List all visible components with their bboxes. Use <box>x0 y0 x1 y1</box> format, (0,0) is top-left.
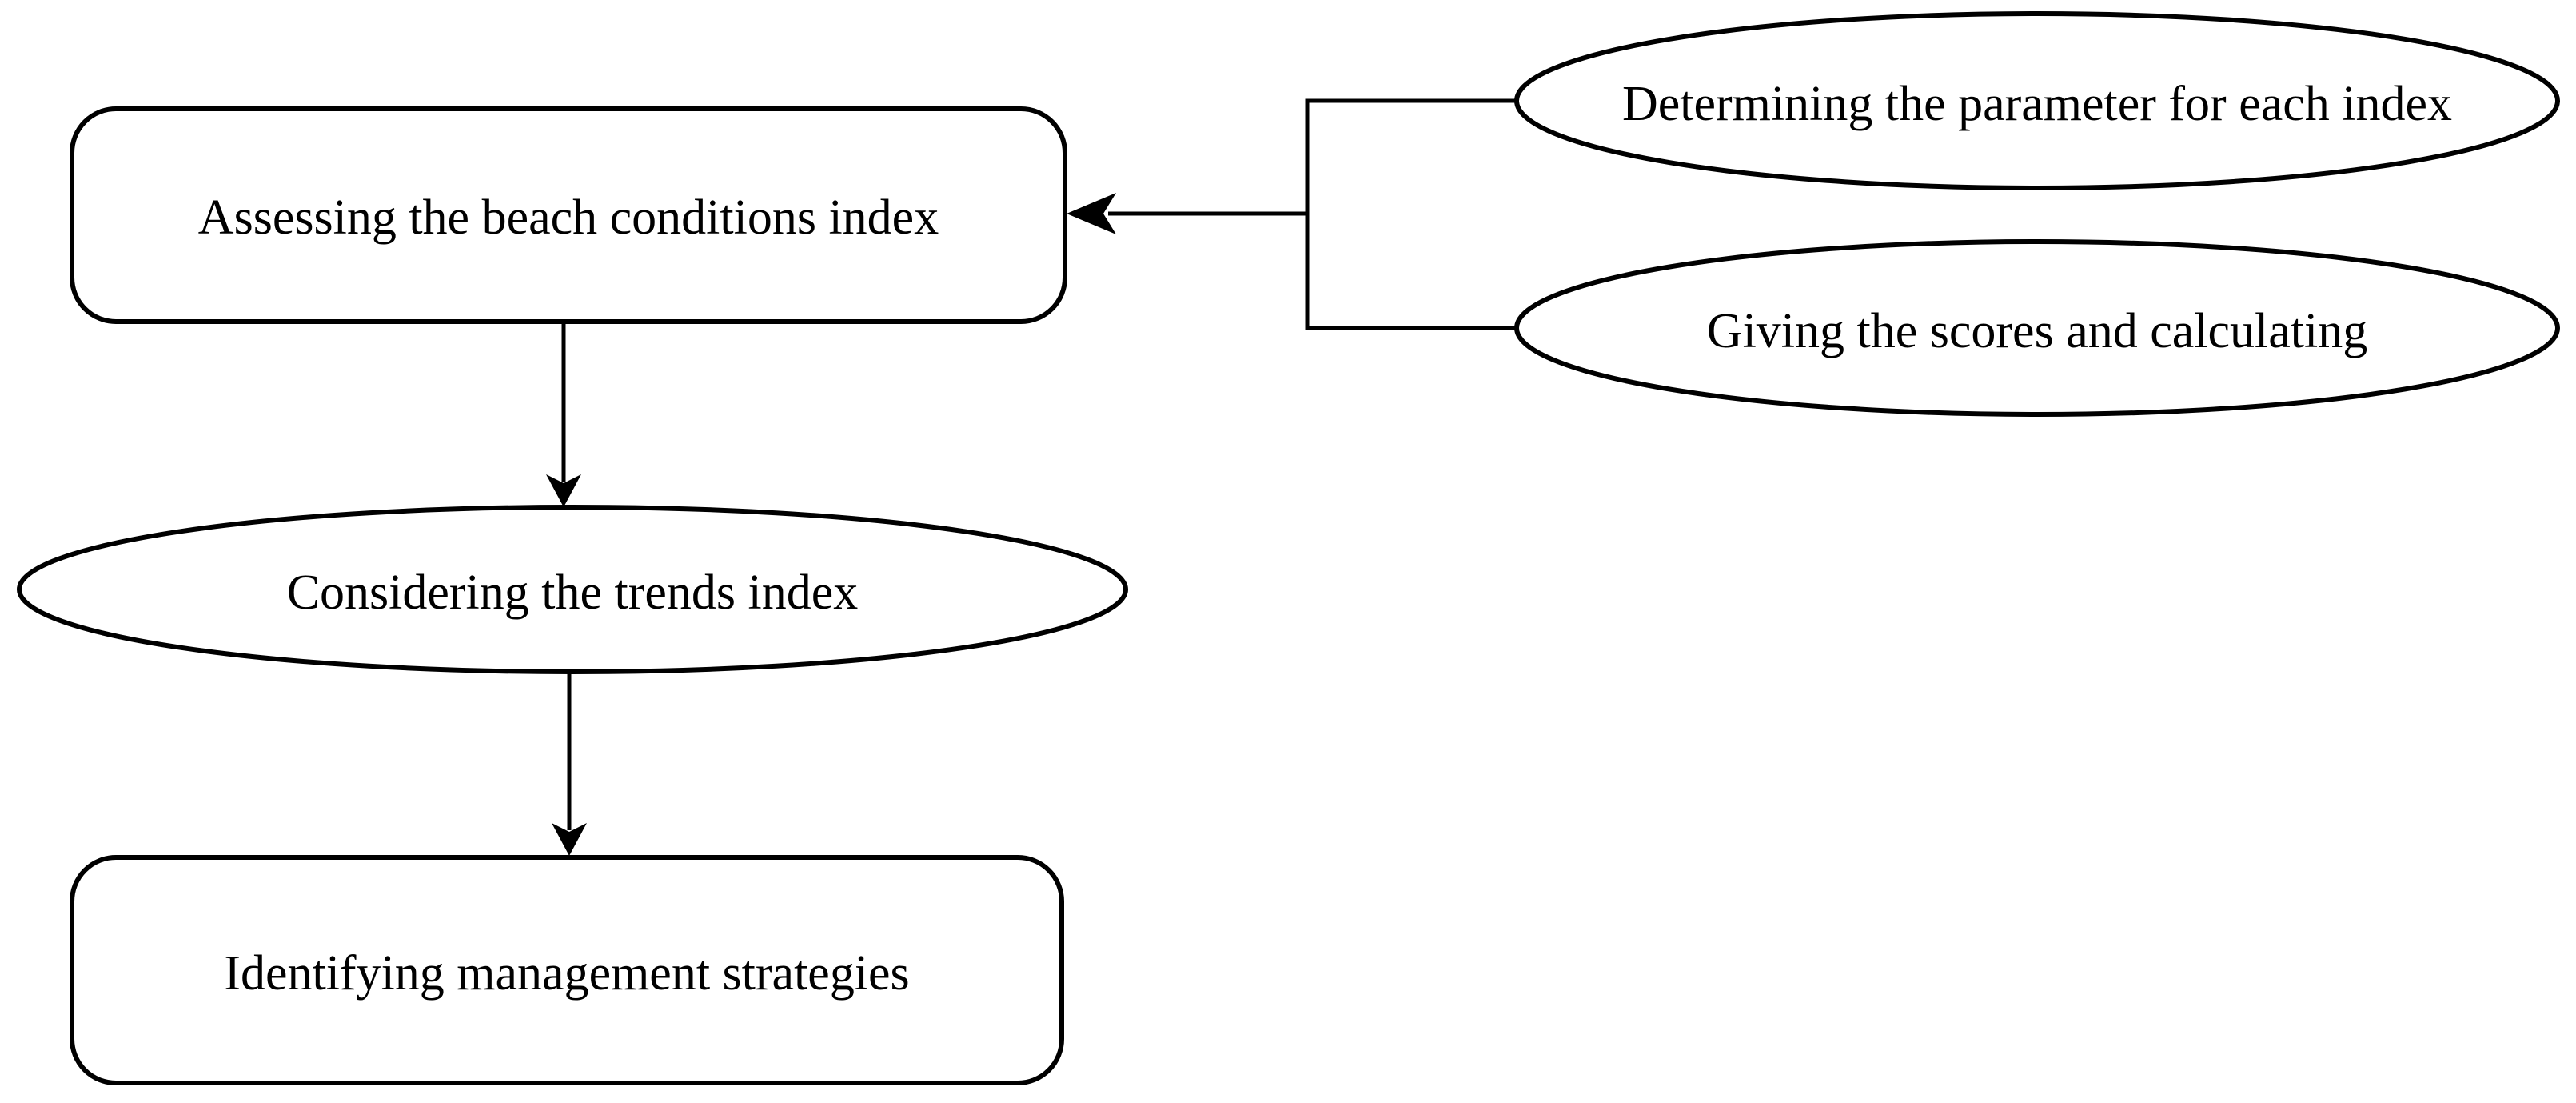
node-considering-trends: Considering the trends index <box>17 505 1128 674</box>
determining-label: Determining the parameter for each index <box>1622 77 2452 131</box>
edge-assessing-to-considering <box>546 322 581 507</box>
giving-ellipse <box>1514 239 2560 417</box>
assessing-label: Assessing the beach conditions index <box>198 190 939 245</box>
considering-ellipse <box>17 505 1128 674</box>
edge-considering-to-identifying <box>552 673 587 856</box>
bracket-connector <box>1305 98 1518 330</box>
node-identifying-management: Identifying management strategies <box>70 855 1064 1085</box>
edge-to-assessing <box>1067 193 1307 234</box>
giving-label: Giving the scores and calculating <box>1707 304 2367 358</box>
node-giving-scores: Giving the scores and calculating <box>1514 239 2560 417</box>
arrowhead-left-icon <box>1067 193 1116 234</box>
arrowhead-down-icon <box>552 823 587 856</box>
considering-label: Considering the trends index <box>287 565 859 620</box>
assessing-box <box>70 106 1067 324</box>
arrowhead-down-icon <box>546 474 581 507</box>
identifying-label: Identifying management strategies <box>224 946 909 1001</box>
determining-ellipse <box>1514 11 2560 190</box>
identifying-box <box>70 855 1064 1085</box>
node-assessing-beach-conditions: Assessing the beach conditions index <box>70 106 1067 324</box>
node-determining-parameter: Determining the parameter for each index <box>1514 11 2560 190</box>
